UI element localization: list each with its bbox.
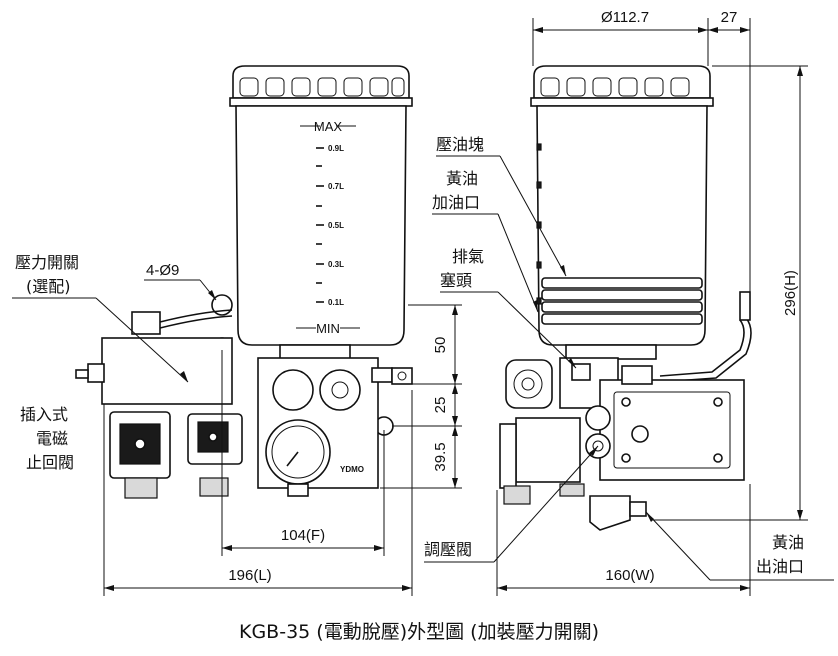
side-solenoid xyxy=(515,417,581,483)
callout-regulator: 調壓閥 xyxy=(424,540,472,559)
level-07-label: 0.7L xyxy=(328,182,344,191)
dim-tank-diameter: Ø112.7 xyxy=(601,9,649,26)
level-03-label: 0.3L xyxy=(328,260,344,269)
dim-25: 25 xyxy=(432,397,449,414)
callout-vent-plug-1: 排氣 xyxy=(452,247,484,266)
gauge-brand: YDMO xyxy=(340,465,364,474)
level-min-label: MIN xyxy=(316,321,340,336)
pressure-switch-fitting xyxy=(131,311,161,335)
cable-gland-right xyxy=(199,477,229,497)
callout-pressure-block: 壓油塊 xyxy=(436,135,484,154)
callout-grease-outlet-2: 出油口 xyxy=(756,557,804,576)
front-cap-rim xyxy=(229,97,413,107)
solenoid-tip xyxy=(87,363,105,383)
callout-grease-outlet-1: 黃油 xyxy=(772,533,804,552)
dimensions: Ø112.7 27 296(H) 50 25 39.5 4-Ø9 xyxy=(103,9,808,596)
dim-50: 50 xyxy=(432,337,449,354)
level-scale: MAX 0.9L 0.7L 0.5L 0.3L 0.1L MIN xyxy=(296,119,360,336)
callout-pressure-switch-1: 壓力開關 xyxy=(15,253,79,272)
side-tank-cap xyxy=(533,65,711,99)
dim-length: 196(L) xyxy=(228,567,271,584)
front-port-left xyxy=(272,369,314,411)
front-side-fitting xyxy=(371,367,393,383)
outlet-fitting xyxy=(629,501,647,517)
side-top-fitting xyxy=(621,365,653,385)
callout-solenoid-2: 電磁 xyxy=(36,429,68,448)
callout-pressure-switch-2: (選配) xyxy=(26,277,71,296)
level-01-label: 0.1L xyxy=(328,298,344,307)
gauge-needle xyxy=(286,451,299,467)
vent-plug xyxy=(571,363,591,381)
callout-grease-fill-2: 加油口 xyxy=(432,193,480,212)
dim-39-5: 39.5 xyxy=(432,442,449,471)
side-motor-box xyxy=(599,379,745,481)
outlet-elbow xyxy=(589,495,631,531)
level-09-label: 0.9L xyxy=(328,144,344,153)
side-view xyxy=(499,65,752,531)
solenoid-valve-body xyxy=(101,337,233,405)
follower-plate xyxy=(541,277,703,325)
dim-width: 160(W) xyxy=(605,567,654,584)
level-max-label: MAX xyxy=(314,119,343,134)
cable-gland-left xyxy=(124,477,158,499)
callout-solenoid-3: 止回閥 xyxy=(26,453,74,472)
side-hose xyxy=(659,319,745,377)
callout-vent-plug-2: 塞頭 xyxy=(440,271,472,290)
gauge-stem xyxy=(287,483,309,497)
side-port-upper xyxy=(585,405,611,431)
side-neck xyxy=(565,344,657,360)
dim-mount-holes: 4-Ø9 xyxy=(146,262,179,279)
hose-top xyxy=(159,309,233,323)
drawing-caption: KGB-35 (電動脫壓)外型圖 (加裝壓力開關) xyxy=(239,621,599,643)
side-pressure-switch xyxy=(505,359,553,409)
front-side-nut xyxy=(391,367,413,385)
level-05-label: 0.5L xyxy=(328,221,344,230)
front-tank-cap xyxy=(232,65,410,99)
side-cap-ribs xyxy=(540,77,690,97)
dim-offset-27: 27 xyxy=(721,9,738,26)
callouts: 壓力開關 (選配) 插入式 電磁 止回閥 壓油塊 黃油 加油口 排氣 塞頭 調壓… xyxy=(12,135,834,581)
front-cap-ribs xyxy=(239,77,405,97)
side-cable-gland xyxy=(503,485,531,505)
front-neck xyxy=(279,344,351,360)
front-port-right xyxy=(319,369,361,411)
dim-height: 296(H) xyxy=(782,270,799,316)
motor-box-port xyxy=(631,425,649,443)
dim-front-width: 104(F) xyxy=(281,527,325,544)
side-cap-rim xyxy=(530,97,714,107)
front-view: MAX 0.9L 0.7L 0.5L 0.3L 0.1L MIN xyxy=(75,65,413,499)
callout-solenoid-1: 插入式 xyxy=(20,405,68,424)
side-scale-marks xyxy=(536,143,542,305)
callout-grease-fill-1: 黃油 xyxy=(446,169,478,188)
side-hose-bracket xyxy=(739,291,751,321)
